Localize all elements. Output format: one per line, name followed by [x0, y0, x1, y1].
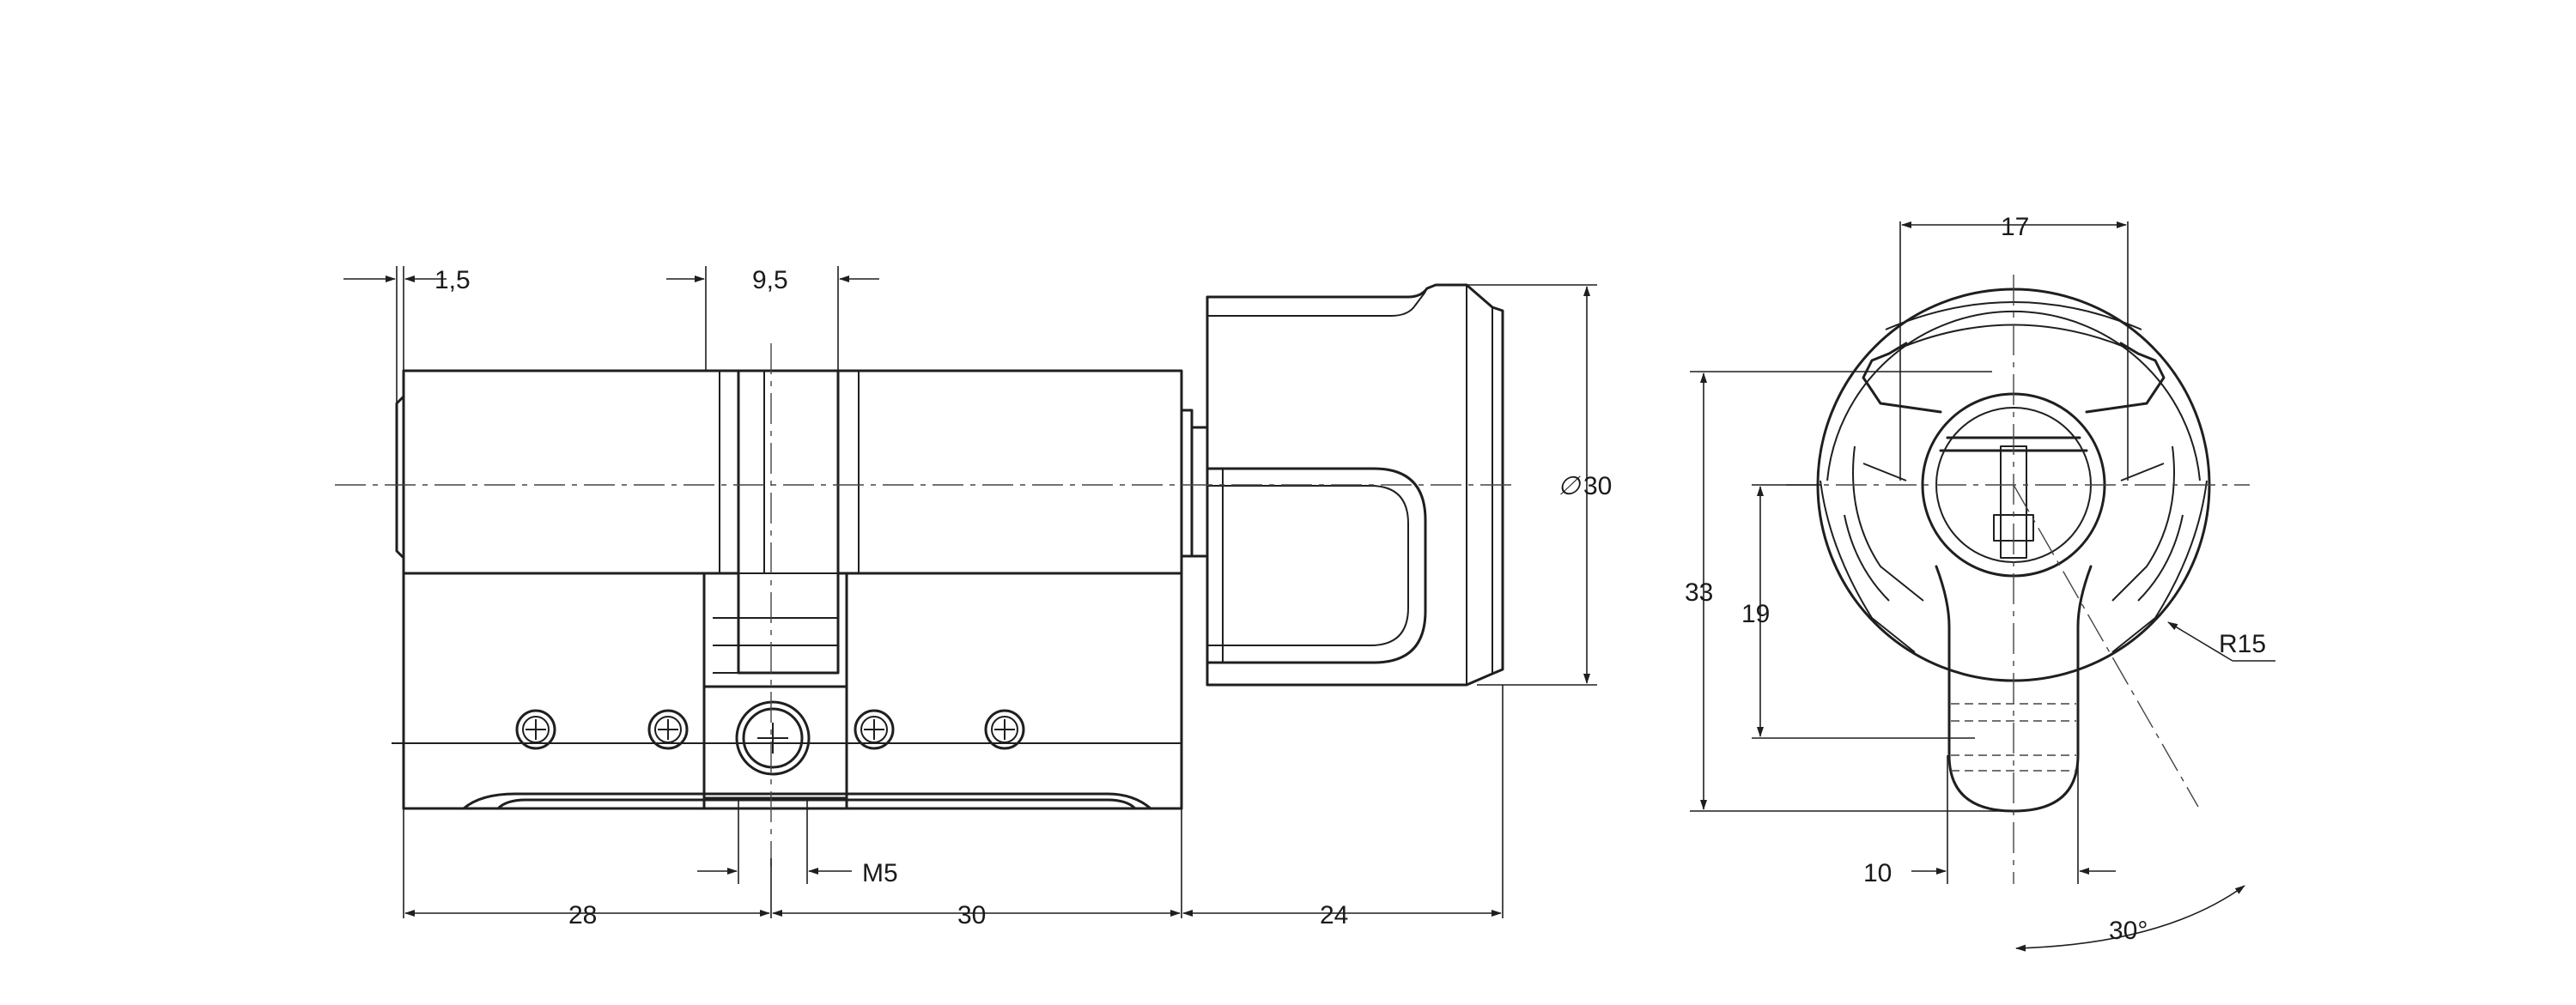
side-view [335, 283, 1511, 867]
dim-cam-width-label: 9,5 [752, 266, 788, 294]
dim-axis-bottom-label: 19 [1741, 600, 1770, 628]
dim-right-body-label: 30 [957, 901, 986, 929]
side-dimensions [343, 266, 1597, 918]
dim-profile-height-label: 33 [1685, 578, 1713, 607]
front-dimensions [1690, 221, 2275, 952]
right-plug [836, 369, 1183, 575]
lower-body-right [845, 572, 1183, 810]
knob-shaft [1180, 409, 1194, 558]
dim-cam-offset-label: 10 [1863, 859, 1892, 887]
left-plug [402, 369, 740, 575]
lower-body-left [402, 572, 706, 810]
dim-diameter-symbol: ∅ [1558, 472, 1582, 500]
dim-left-body-label: 28 [568, 901, 597, 929]
grip-wing-right [2085, 342, 2166, 414]
knob-grip [1206, 467, 1427, 664]
dim-gap-label: 1,5 [434, 266, 471, 294]
dim-profile-width-label: 17 [2001, 213, 2029, 241]
m5-screw-hole [735, 700, 811, 776]
dim-knob-diameter-label: 30 [1583, 472, 1612, 500]
bottom-rail [402, 792, 1183, 810]
cam [737, 369, 840, 675]
dim-knob-length-label: 24 [1320, 901, 1348, 929]
knob [1206, 283, 1504, 687]
grip-wing-left [1862, 342, 1942, 414]
front-view [1786, 275, 2250, 884]
dim-screw-thread-label: M5 [862, 859, 898, 887]
mounting-holes [515, 709, 1025, 750]
dim-radius-label: R15 [2219, 630, 2266, 658]
dim-angle-label: 30° [2109, 917, 2148, 945]
